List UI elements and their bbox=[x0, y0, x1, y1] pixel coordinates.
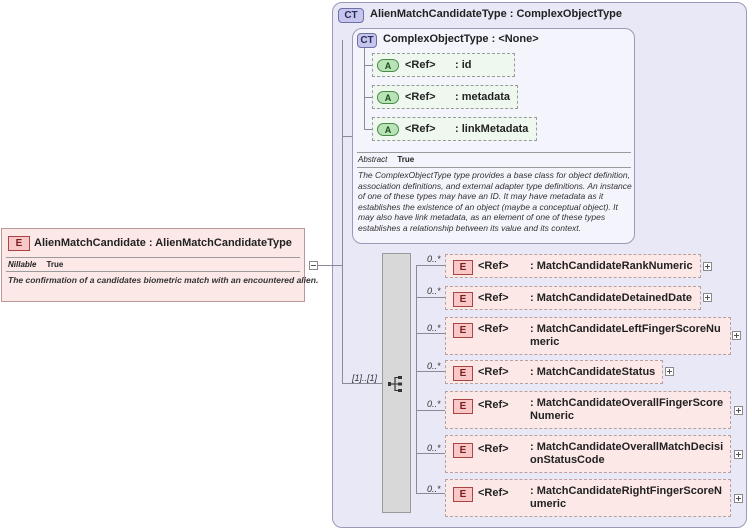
base-type-title: ComplexObjectType : <None> bbox=[383, 33, 539, 45]
abstract-key: Abstract bbox=[358, 155, 388, 164]
child-connector bbox=[416, 371, 445, 372]
root-element-annotation: The confirmation of a candidates biometr… bbox=[8, 275, 319, 285]
element-name: : MatchCandidateOverallFingerScore Numer… bbox=[530, 397, 724, 422]
element-icon: E bbox=[8, 236, 30, 251]
connector-root-h bbox=[318, 265, 342, 266]
attribute-ref: <Ref> bbox=[405, 59, 436, 71]
element-ref: <Ref> bbox=[478, 260, 509, 272]
root-element-title: AlienMatchCandidate : AlienMatchCandidat… bbox=[34, 237, 292, 249]
root-element[interactable]: E AlienMatchCandidate : AlienMatchCandid… bbox=[1, 228, 319, 302]
child-connector bbox=[416, 453, 445, 454]
element-icon: E bbox=[453, 399, 473, 414]
child-element-overall-match-decision[interactable]: E <Ref> : MatchCandidateOverallMatchDeci… bbox=[445, 435, 731, 473]
child-connector bbox=[416, 333, 445, 334]
child-multiplicity: 0..* bbox=[427, 323, 441, 333]
child-element-overall-finger-score[interactable]: E <Ref> : MatchCandidateOverallFingerSco… bbox=[445, 391, 731, 429]
element-ref: <Ref> bbox=[478, 487, 509, 499]
attribute-icon: A bbox=[377, 59, 399, 72]
child-connector bbox=[416, 265, 445, 266]
element-name: : MatchCandidateLeftFingerScoreNu meric bbox=[530, 323, 721, 348]
child-multiplicity: 0..* bbox=[427, 254, 441, 264]
attribute-icon: A bbox=[377, 123, 399, 136]
nillable-property: Nillable True bbox=[8, 260, 63, 269]
expand-toggle[interactable] bbox=[734, 450, 743, 459]
attr-connector-v bbox=[364, 48, 365, 130]
root-element-separator-2 bbox=[6, 271, 300, 272]
abstract-value: True bbox=[397, 155, 415, 164]
attribute-icon: A bbox=[377, 91, 399, 104]
attribute-name: : metadata bbox=[455, 91, 511, 103]
element-name: : MatchCandidateDetainedDate bbox=[530, 292, 692, 304]
element-icon: E bbox=[453, 443, 473, 458]
element-name: : MatchCandidateStatus bbox=[530, 366, 656, 378]
element-icon: E bbox=[453, 260, 473, 275]
element-icon: E bbox=[453, 292, 473, 307]
child-element-left-finger-score[interactable]: E <Ref> : MatchCandidateLeftFingerScoreN… bbox=[445, 317, 731, 355]
root-element-separator bbox=[6, 257, 300, 258]
element-icon: E bbox=[453, 323, 473, 338]
child-element-rank-numeric[interactable]: E <Ref> : MatchCandidateRankNumeric bbox=[445, 254, 701, 278]
child-multiplicity: 0..* bbox=[427, 286, 441, 296]
element-ref: <Ref> bbox=[478, 323, 509, 335]
element-name: : MatchCandidateOverallMatchDecisi onSta… bbox=[530, 441, 724, 466]
nillable-key: Nillable bbox=[8, 260, 37, 269]
connector-trunk-v bbox=[342, 40, 343, 384]
sequence-icon bbox=[388, 376, 402, 392]
element-ref: <Ref> bbox=[478, 366, 509, 378]
child-connector bbox=[416, 297, 445, 298]
expand-toggle[interactable] bbox=[703, 262, 712, 271]
complex-type-badge: CT bbox=[338, 8, 364, 23]
outer-type-title: AlienMatchCandidateType : ComplexObjectT… bbox=[370, 8, 623, 20]
child-element-right-finger-score[interactable]: E <Ref> : MatchCandidateRightFingerScore… bbox=[445, 479, 731, 517]
attribute-id[interactable]: A <Ref> : id bbox=[372, 53, 515, 77]
element-icon: E bbox=[453, 487, 473, 502]
connector-base-h bbox=[342, 136, 352, 137]
child-multiplicity: 0..* bbox=[427, 399, 441, 409]
connector-seq-h bbox=[342, 383, 382, 384]
expand-toggle[interactable] bbox=[703, 293, 712, 302]
sequence-compositor[interactable] bbox=[382, 253, 411, 513]
base-type-separator bbox=[357, 152, 631, 153]
element-name: : MatchCandidateRightFingerScoreN umeric bbox=[530, 485, 722, 510]
element-ref: <Ref> bbox=[478, 399, 509, 411]
attr-connector-metadata bbox=[364, 97, 372, 98]
expand-toggle[interactable] bbox=[665, 367, 674, 376]
attr-connector-linkmetadata bbox=[364, 129, 372, 130]
children-connector-v bbox=[416, 265, 417, 493]
sequence-multiplicity: [1]..[1] bbox=[352, 373, 378, 383]
child-multiplicity: 0..* bbox=[427, 484, 441, 494]
expand-toggle[interactable] bbox=[732, 331, 741, 340]
attr-connector-id bbox=[364, 65, 372, 66]
attribute-metadata[interactable]: A <Ref> : metadata bbox=[372, 85, 518, 109]
attribute-ref: <Ref> bbox=[405, 91, 436, 103]
nillable-value: True bbox=[46, 260, 64, 269]
abstract-property: Abstract True bbox=[358, 155, 414, 164]
element-ref: <Ref> bbox=[478, 292, 509, 304]
element-ref: <Ref> bbox=[478, 443, 509, 455]
base-type-annotation: The ComplexObjectType type provides a ba… bbox=[358, 170, 632, 233]
attribute-ref: <Ref> bbox=[405, 123, 436, 135]
child-multiplicity: 0..* bbox=[427, 361, 441, 371]
child-element-detained-date[interactable]: E <Ref> : MatchCandidateDetainedDate bbox=[445, 286, 701, 310]
expand-toggle[interactable] bbox=[734, 494, 743, 503]
collapse-toggle[interactable] bbox=[309, 261, 318, 270]
child-connector bbox=[416, 493, 445, 494]
element-name: : MatchCandidateRankNumeric bbox=[530, 260, 693, 272]
child-element-status[interactable]: E <Ref> : MatchCandidateStatus bbox=[445, 360, 663, 384]
attribute-name: : linkMetadata bbox=[455, 123, 529, 135]
element-icon: E bbox=[453, 366, 473, 381]
base-type-separator-2 bbox=[357, 167, 631, 168]
child-connector bbox=[416, 410, 445, 411]
expand-toggle[interactable] bbox=[734, 406, 743, 415]
attribute-linkmetadata[interactable]: A <Ref> : linkMetadata bbox=[372, 117, 537, 141]
child-multiplicity: 0..* bbox=[427, 443, 441, 453]
base-type-badge: CT bbox=[357, 33, 377, 48]
attribute-name: : id bbox=[455, 59, 472, 71]
